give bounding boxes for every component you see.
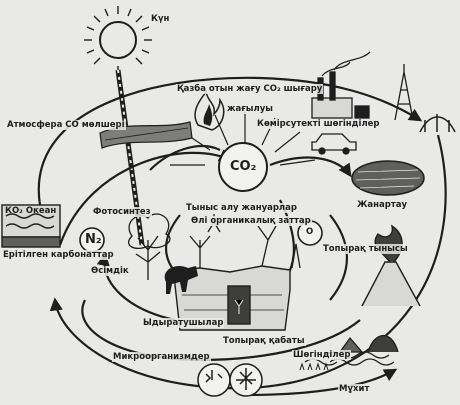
label-microbes: Микроорганизмдер bbox=[112, 352, 211, 362]
label-oxygen: O bbox=[305, 227, 314, 237]
label-atmosphere: Атмосфера СО мөлшері bbox=[6, 120, 126, 130]
label-ocean: Мұхит bbox=[338, 384, 370, 394]
label-dissolved: Ерітілген карбонаттар bbox=[2, 250, 115, 260]
grass-marks bbox=[300, 364, 328, 370]
label-coal-deposits: Көмірсутекті шөгінділер bbox=[256, 119, 381, 129]
label-co2-center: CO₂ bbox=[229, 160, 257, 174]
label-plant-growth: Өсімдік bbox=[90, 266, 130, 276]
label-sun: Күн bbox=[150, 14, 170, 24]
fire-icon bbox=[195, 92, 224, 130]
car-icon bbox=[312, 134, 356, 154]
decomposer-circles bbox=[198, 364, 262, 396]
coal-deposits bbox=[352, 161, 424, 195]
label-fuel-burning: Қазба отын жағу СО₂ шығару bbox=[176, 84, 323, 94]
sun-icon bbox=[84, 6, 152, 74]
label-dead-matter: Өлі органикалық заттар bbox=[190, 216, 312, 226]
label-co2-ocean: КО₂ Океан bbox=[4, 206, 57, 216]
pipeline-arch bbox=[420, 114, 455, 132]
label-photosynthesis: Фотосинтез bbox=[92, 207, 152, 217]
label-animal-respiration: Тыныс алу жануарлар bbox=[185, 203, 298, 213]
label-volcano: Жанартау bbox=[356, 200, 408, 210]
label-soil-layer: Топырақ қабаты bbox=[222, 336, 306, 346]
label-combustion: жағылуы bbox=[226, 104, 274, 114]
label-decomposers: Ыдыратушылар bbox=[142, 318, 224, 328]
label-soil-respiration: Топырақ тынысы bbox=[322, 244, 409, 254]
label-n2: N₂ bbox=[84, 233, 103, 247]
volcano-icon bbox=[362, 226, 420, 306]
label-sediments: Шөгінділер bbox=[292, 350, 351, 360]
